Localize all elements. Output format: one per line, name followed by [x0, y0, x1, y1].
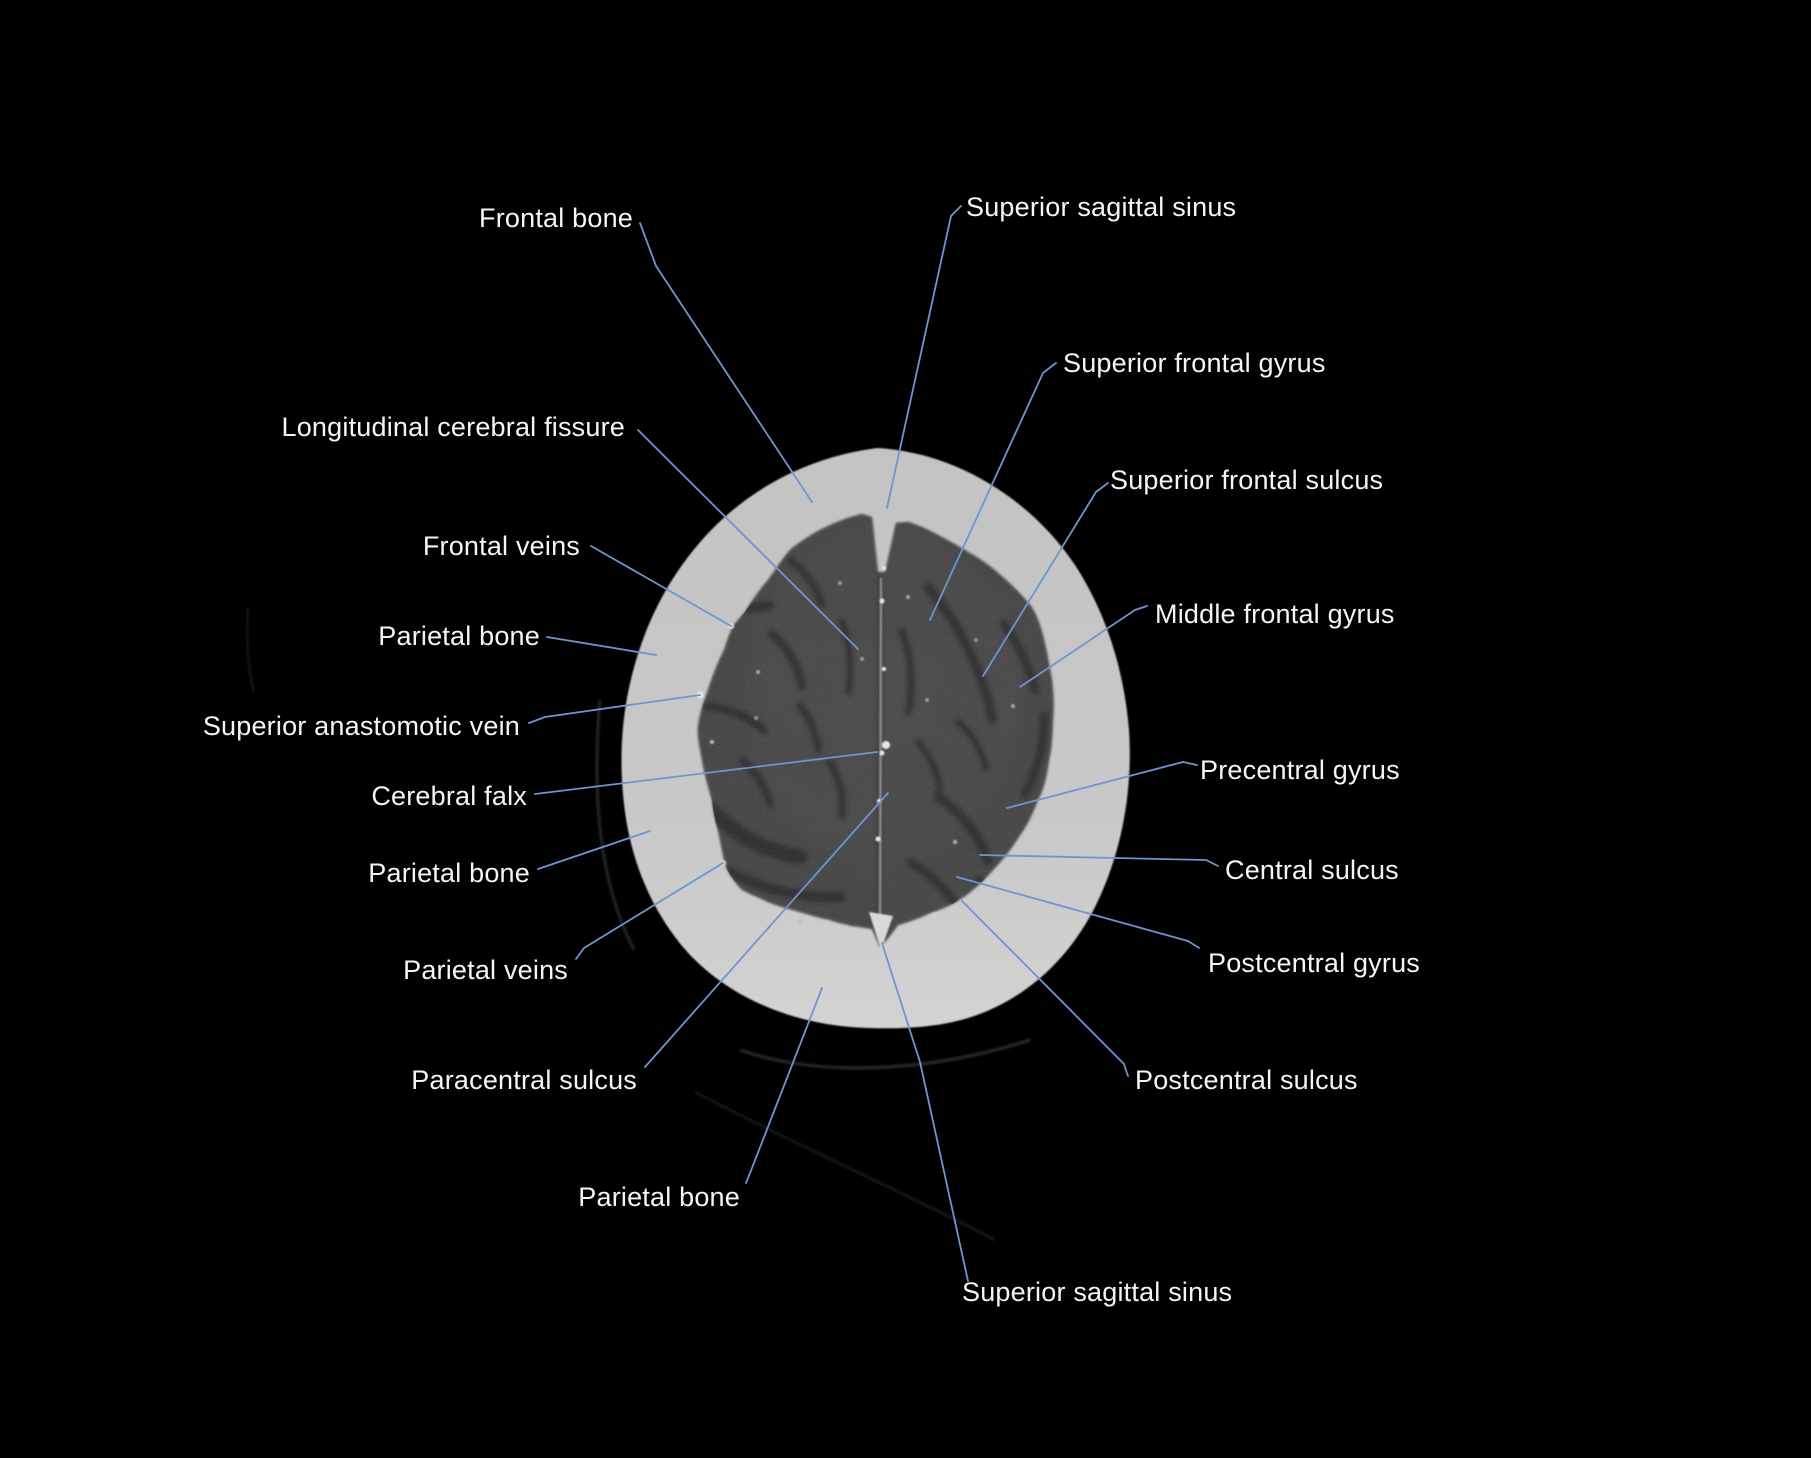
label-longitudinal-cerebral-fissure: Longitudinal cerebral fissure: [281, 412, 625, 442]
label-superior-sagittal-sinus-bottom: Superior sagittal sinus: [962, 1277, 1233, 1307]
label-frontal-veins: Frontal veins: [422, 531, 580, 561]
leader-middle-frontal-gyrus: [1019, 605, 1148, 688]
superior-sagittal-sinus-structure: [869, 912, 893, 950]
label-central-sulcus: Central sulcus: [1225, 855, 1399, 885]
leader-parietal-bone-bottom: [745, 987, 823, 1184]
leader-postcentral-sulcus: [961, 900, 1129, 1077]
leader-cerebral-falx: [534, 751, 878, 795]
leader-lines: [528, 205, 1219, 1282]
label-superior-frontal-sulcus: Superior frontal sulcus: [1110, 465, 1384, 495]
leader-frontal-bone-top: [639, 222, 813, 503]
leader-paracentral-sulcus: [644, 792, 889, 1068]
label-parietal-bone-lower-left: Parietal bone: [368, 858, 530, 888]
label-frontal-bone-top: Frontal bone: [479, 203, 633, 233]
cortical-vein-dots: [696, 581, 1015, 923]
label-paracentral-sulcus: Paracentral sulcus: [411, 1065, 637, 1095]
falx-and-vessels: [696, 566, 1015, 950]
label-precentral-gyrus: Precentral gyrus: [1200, 755, 1400, 785]
leader-parietal-bone-lower-left: [537, 830, 651, 870]
label-superior-sagittal-sinus-top: Superior sagittal sinus: [966, 192, 1237, 222]
leader-parietal-bone-upper-left: [546, 636, 657, 656]
leader-superior-sagittal-sinus-bottom: [881, 942, 969, 1282]
label-cerebral-falx: Cerebral falx: [371, 781, 527, 811]
leader-frontal-veins: [590, 545, 732, 627]
label-middle-frontal-gyrus: Middle frontal gyrus: [1155, 599, 1395, 629]
leader-longitudinal-cerebral-fissure: [637, 429, 859, 650]
label-postcentral-gyrus: Postcentral gyrus: [1208, 948, 1420, 978]
label-parietal-bone-upper-left: Parietal bone: [378, 621, 540, 651]
label-parietal-veins: Parietal veins: [403, 955, 568, 985]
label-superior-frontal-gyrus: Superior frontal gyrus: [1063, 348, 1326, 378]
falx-calcifications: [875, 566, 890, 842]
leader-central-sulcus: [979, 854, 1219, 867]
label-parietal-bone-bottom: Parietal bone: [578, 1182, 740, 1212]
leader-precentral-gyrus: [1006, 761, 1198, 809]
leader-superior-anastomotic-vein: [528, 694, 701, 724]
label-postcentral-sulcus: Postcentral sulcus: [1135, 1065, 1358, 1095]
label-superior-anastomotic-vein: Superior anastomotic vein: [202, 711, 520, 741]
leader-postcentral-gyrus: [956, 876, 1200, 949]
leader-superior-frontal-sulcus: [982, 482, 1109, 677]
leader-superior-sagittal-sinus-top: [886, 205, 962, 509]
leader-parietal-veins: [575, 862, 724, 960]
leader-superior-frontal-gyrus: [929, 362, 1057, 621]
